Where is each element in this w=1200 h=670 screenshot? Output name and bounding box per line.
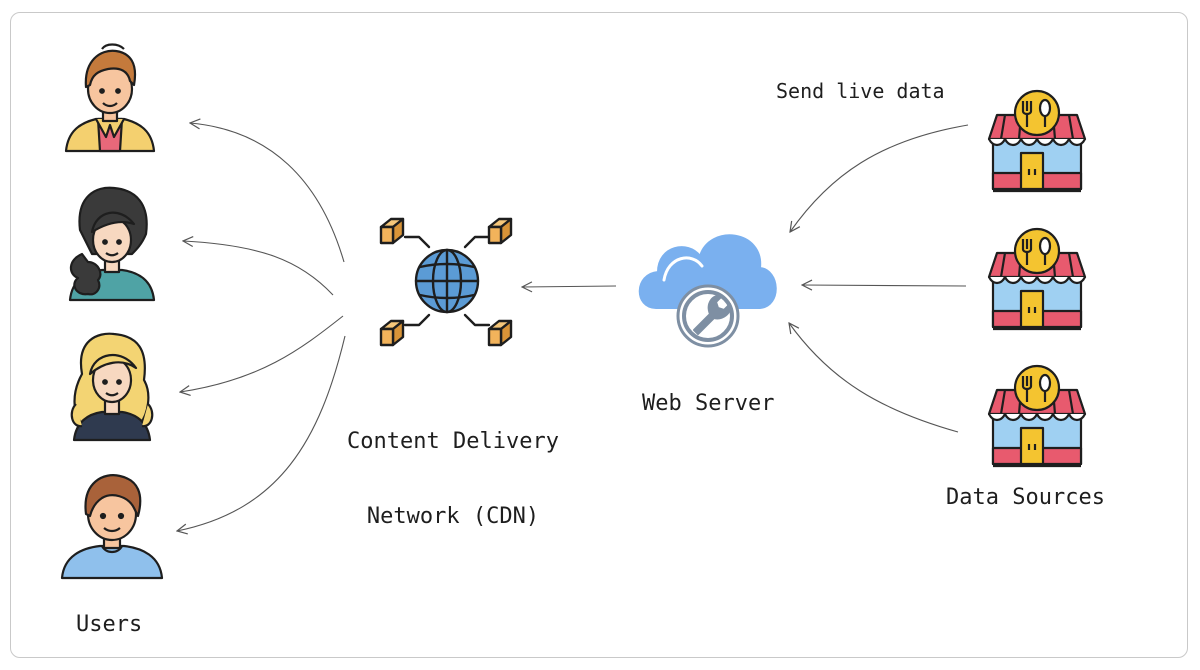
arrow-source-1-to-server (790, 124, 969, 232)
edge-label-send-live-data: Send live data (776, 79, 945, 103)
arrow-source-2-to-server (802, 285, 967, 286)
arrow-cdn-to-user-1 (190, 123, 345, 263)
sources-to-server-arrows (789, 124, 969, 433)
arrow-source-3-to-server (789, 323, 959, 433)
cdn-label-line-1: Content Delivery (347, 428, 559, 454)
web-server-label: Web Server (642, 391, 775, 416)
boy-user-icon (60, 474, 164, 580)
arrow-cdn-to-user-4 (177, 335, 346, 531)
man-user-icon (64, 43, 156, 153)
shop-icon (987, 227, 1087, 331)
shop-icon (987, 89, 1087, 193)
arrow-server-to-cdn (522, 286, 617, 287)
cdn-to-users-arrows (177, 123, 346, 531)
arrow-cdn-to-user-3 (180, 315, 344, 392)
cloud-wrench-icon (638, 234, 777, 348)
blonde-woman-user-icon (70, 332, 154, 442)
users-label: Users (76, 612, 143, 637)
cdn-label-line-2: Network (CDN) (366, 504, 540, 530)
shop-icon (987, 364, 1087, 468)
arrow-cdn-to-user-2 (183, 241, 334, 296)
woman-user-icon (68, 186, 156, 302)
diagram-frame (10, 12, 1188, 658)
data-sources-group (987, 89, 1087, 468)
cdn-label: Content Delivery Network (CDN) (336, 378, 570, 555)
globe-network-icon (379, 217, 513, 347)
data-sources-label: Data Sources (946, 485, 1105, 510)
